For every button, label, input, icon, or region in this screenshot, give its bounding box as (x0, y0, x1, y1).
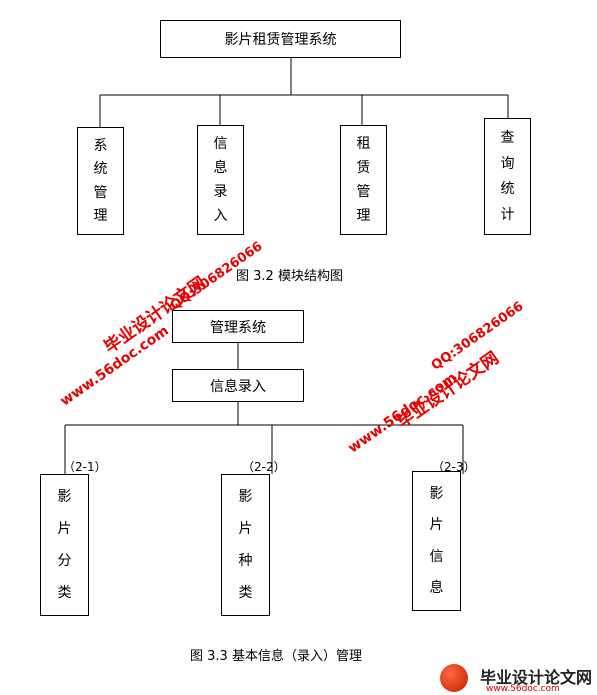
node-film-category: 影 片 分 类 (40, 474, 89, 616)
root-node-label: 影片租赁管理系统 (224, 32, 337, 48)
node-char: 影 (57, 489, 72, 505)
footer-site-title: 毕业设计论文网 (480, 668, 593, 687)
module-char: 统 (500, 181, 515, 198)
module-rental-management: 租 赁 管 理 (340, 125, 387, 235)
module-char: 统 (93, 161, 108, 178)
node-char: 信 (429, 548, 444, 565)
node-char: 片 (429, 517, 444, 534)
module-char: 计 (500, 207, 515, 224)
node-char: 种 (238, 553, 253, 569)
module-char: 租 (356, 136, 371, 152)
node-char: 片 (238, 521, 253, 537)
node-char: 息 (429, 580, 444, 597)
node-char: 类 (57, 585, 72, 601)
node-char: 影 (238, 489, 253, 505)
module-char: 理 (356, 208, 371, 224)
node-film-info: 影 片 信 息 (412, 471, 461, 611)
module-info-entry: 信 息 录 入 (197, 125, 244, 235)
node-char: 分 (57, 553, 72, 569)
root-node-label: 管理系统 (210, 319, 266, 336)
module-char: 系 (93, 137, 108, 154)
module-query-statistics: 查 询 统 计 (484, 118, 531, 235)
footer-site-url: www.56doc.com (486, 684, 560, 694)
module-system-management: 系 统 管 理 (77, 127, 124, 235)
module-char: 询 (500, 155, 515, 172)
module-char: 管 (93, 184, 108, 201)
module-char: 信 (213, 136, 228, 152)
module-char: 管 (356, 184, 371, 200)
module-char: 理 (93, 208, 108, 225)
node-char: 片 (57, 521, 72, 537)
module-char: 查 (500, 129, 515, 146)
node-film-type: 影 片 种 类 (221, 474, 270, 616)
node-code-2-1: （2-1） (63, 460, 107, 474)
node-info-entry: 信息录入 (172, 369, 304, 402)
root-node-management-system: 管理系统 (172, 310, 304, 343)
figure-caption-3-3: 图 3.3 基本信息（录入）管理 (190, 649, 362, 664)
figure-caption-3-2: 图 3.2 模块结构图 (236, 269, 343, 284)
node-char: 影 (429, 485, 444, 502)
node-char: 类 (238, 585, 253, 601)
module-char: 息 (213, 160, 228, 176)
module-char: 赁 (356, 160, 371, 176)
node-code-2-3: （2-3） (432, 460, 476, 474)
module-char: 录 (213, 184, 228, 200)
node-code-2-2: （2-2） (242, 460, 286, 474)
module-char: 入 (213, 208, 228, 224)
root-node-rental-system: 影片租赁管理系统 (160, 20, 401, 58)
globe-logo-icon (440, 664, 468, 692)
node-label: 信息录入 (210, 378, 266, 395)
